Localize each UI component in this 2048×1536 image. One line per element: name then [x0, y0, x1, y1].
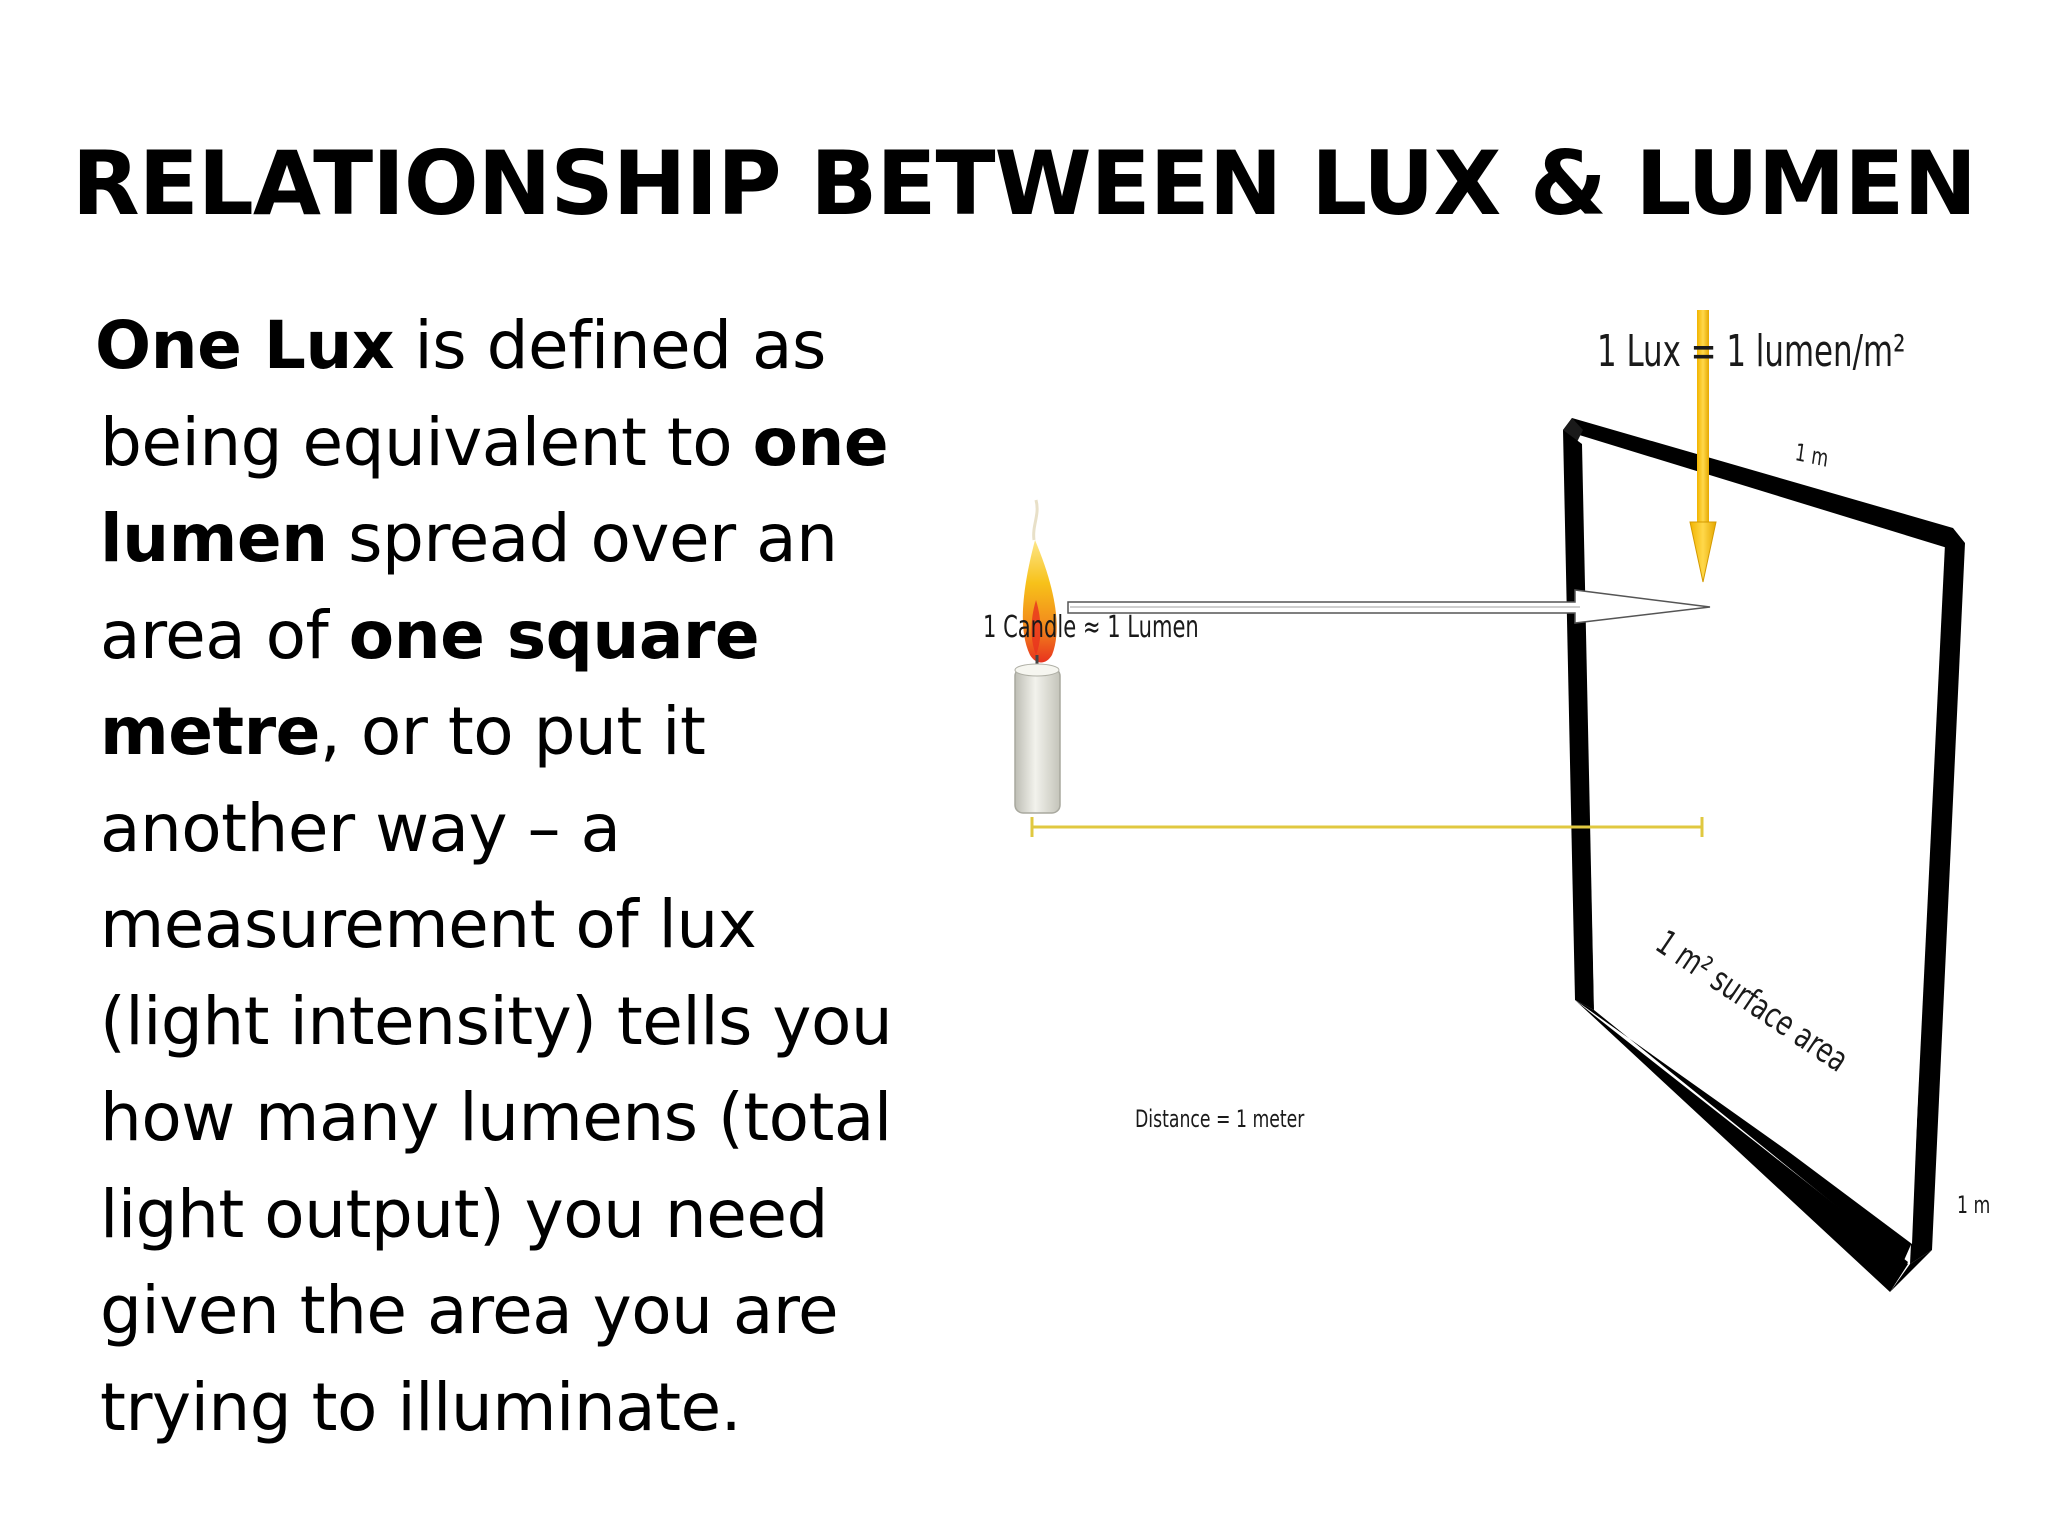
text-run: trying to illuminate. [100, 1368, 742, 1446]
body-line: another way – a [100, 781, 900, 878]
top-edge-label: 1 m [1793, 438, 1831, 473]
bold-text-run: metre [100, 693, 320, 770]
body-line: (light intensity) tells you [100, 974, 900, 1071]
text-run: , or to put it [319, 693, 706, 770]
light-ray-arrow [1067, 589, 1711, 624]
candle [1014, 499, 1061, 814]
text-run: (light intensity) tells you [100, 982, 893, 1060]
lux-lumen-diagram: 1 Lux = 1 lumen/m² 1 Candle ≈ 1 Lumen Di… [960, 300, 2020, 1360]
diagram-graphic [1014, 310, 1965, 1292]
text-run: being equivalent to [100, 403, 753, 481]
text-run: another way – a [100, 789, 621, 867]
body-line: area of one square [100, 588, 900, 685]
body-line: metre, or to put it [100, 684, 900, 781]
text-run: light output) you need [100, 1175, 828, 1253]
distance-line [1030, 817, 1704, 837]
formula-label: 1 Lux = 1 lumen/m² [1597, 326, 1906, 377]
body-line: light output) you need [100, 1167, 900, 1264]
body-line: being equivalent to one [100, 395, 900, 492]
bold-text-run: one square [348, 596, 760, 674]
text-run: given the area you are [100, 1272, 839, 1349]
body-line: One Lux is defined as [95, 298, 900, 395]
distance-label: Distance = 1 meter [1135, 1105, 1305, 1133]
body-line: measurement of lux [100, 877, 900, 974]
text-run: is defined as [393, 307, 826, 384]
text-run: area of [100, 596, 349, 674]
text-run: spread over an [327, 500, 838, 577]
body-line: trying to illuminate. [100, 1360, 900, 1457]
frame [1563, 418, 1965, 1292]
downward-lux-arrow [1689, 310, 1717, 583]
candle-label: 1 Candle ≈ 1 Lumen [983, 610, 1199, 645]
slide-title: RELATIONSHIP BETWEEN LUX & LUMEN [71, 132, 1977, 235]
side-edge-label: 1 m [1957, 1191, 1991, 1219]
bold-text-run: lumen [100, 500, 328, 577]
body-line: how many lumens (total [100, 1070, 900, 1167]
text-run: how many lumens (total [100, 1079, 892, 1156]
body-line: lumen spread over an [100, 491, 900, 588]
body-line: given the area you are [100, 1263, 900, 1360]
text-run: measurement of lux [100, 886, 757, 963]
bold-text-run: One Lux [95, 307, 394, 384]
bold-text-run: one [752, 403, 889, 481]
